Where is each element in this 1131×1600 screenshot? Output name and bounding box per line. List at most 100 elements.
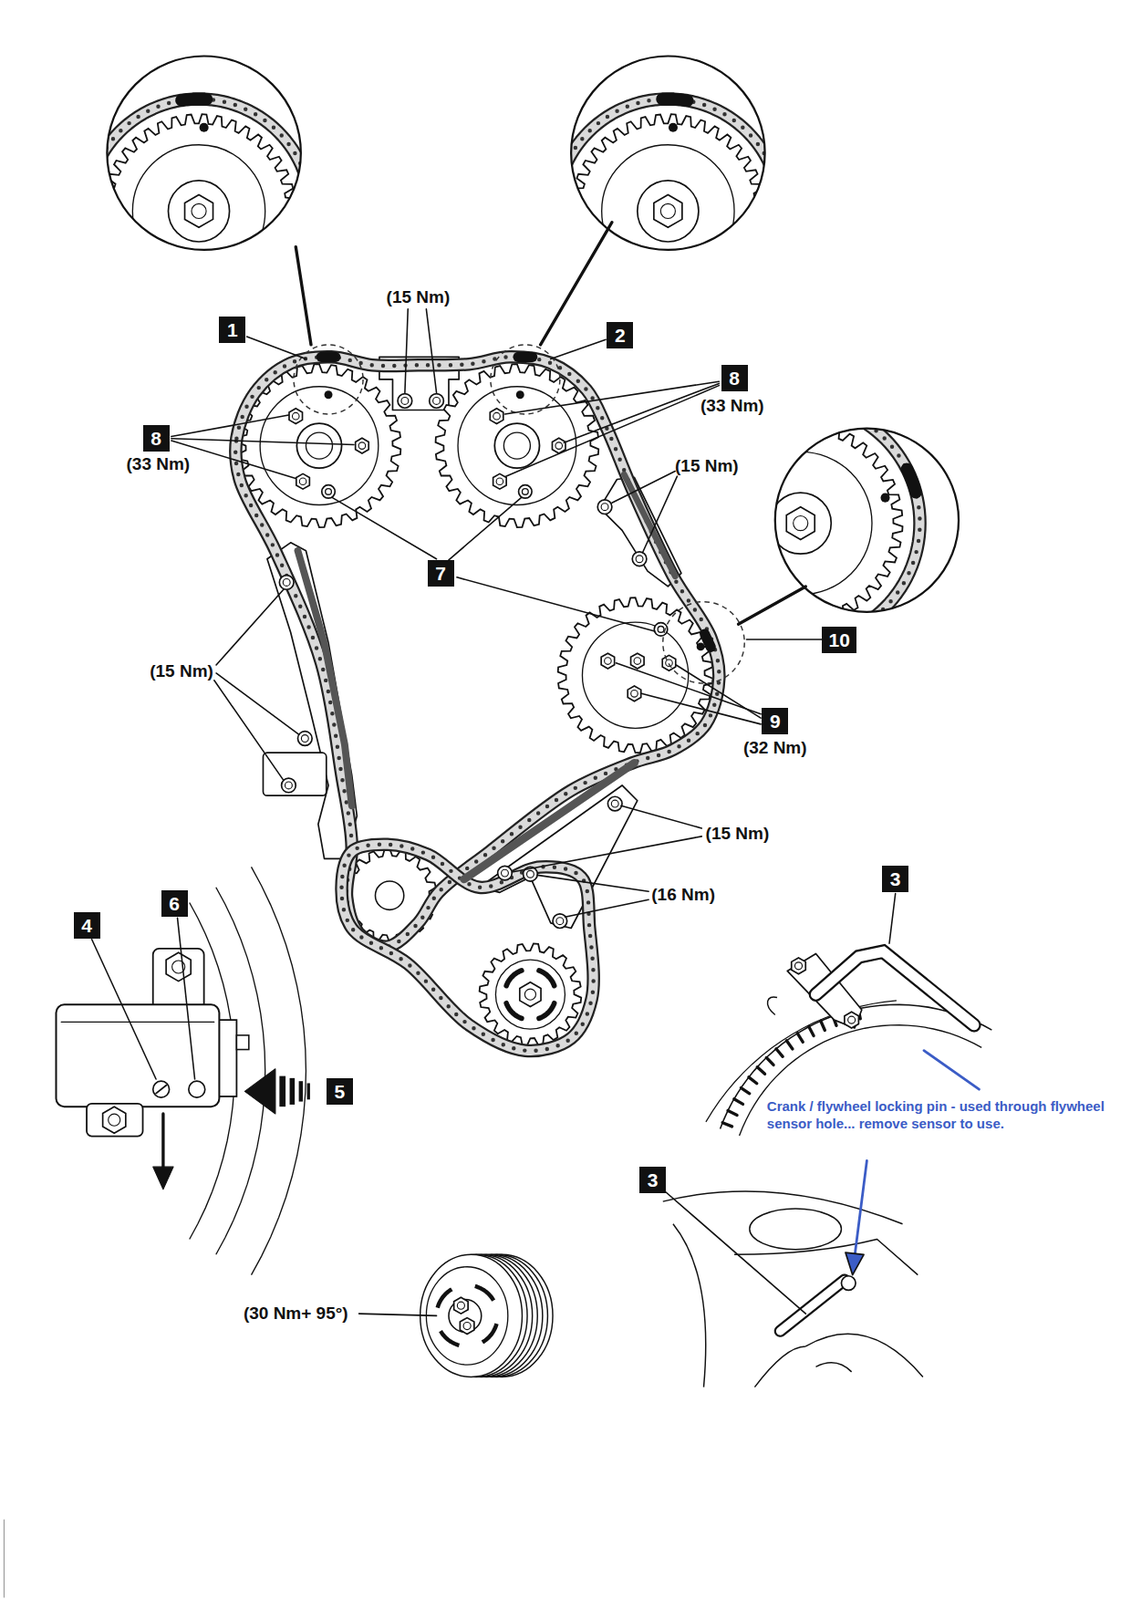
bolt-head xyxy=(493,473,508,489)
bolt-head xyxy=(844,1011,859,1028)
bolt-washer xyxy=(496,477,504,486)
tensioner-boss xyxy=(153,948,205,1010)
leader-line xyxy=(889,892,896,944)
sprocket xyxy=(558,597,714,753)
sprocket-face xyxy=(259,386,379,506)
leader-line xyxy=(214,680,284,781)
ring-tooth xyxy=(722,1122,732,1127)
bolt-head xyxy=(459,1317,474,1335)
push-arrow-dash xyxy=(279,1076,286,1108)
torque-label: (15 Nm) xyxy=(674,456,739,477)
sensor-hole xyxy=(840,1276,856,1291)
callout-number: 3 xyxy=(639,1166,666,1194)
tensioner-stop xyxy=(236,1035,249,1050)
label-text: (30 Nm+ 95°) xyxy=(243,1303,349,1323)
camshaft-hub xyxy=(296,423,342,468)
coloured-link xyxy=(697,627,717,654)
direction-arrow xyxy=(161,1113,165,1169)
locking-pin xyxy=(815,951,974,1026)
coloured-link xyxy=(662,98,688,101)
crank-slot xyxy=(539,970,555,986)
bolt-head xyxy=(519,982,541,1007)
engine-outline xyxy=(673,1224,706,1388)
locking-pin xyxy=(815,951,974,1026)
annotation-note: Crank / flywheel locking pin - used thro… xyxy=(767,1098,1107,1133)
leader-line xyxy=(171,438,354,446)
bolt-head xyxy=(631,653,645,669)
chain-pins xyxy=(681,404,921,644)
ring-tooth xyxy=(734,1099,744,1105)
timing-dot xyxy=(668,123,678,133)
leader-line xyxy=(247,336,307,360)
guide-bolt xyxy=(429,394,445,409)
sprocket xyxy=(435,363,600,528)
callout-number: 8 xyxy=(143,425,170,452)
pulley-slot xyxy=(437,1288,453,1308)
sprocket xyxy=(479,943,582,1046)
pulley-face xyxy=(425,1266,508,1365)
bolt-washer xyxy=(631,690,639,698)
guide-bolt-core xyxy=(401,397,409,405)
bolt-head xyxy=(489,408,504,425)
camshaft-hub xyxy=(167,180,229,242)
callout-number: 3 xyxy=(881,865,909,893)
ring-tooth xyxy=(766,1057,774,1065)
bolt-head xyxy=(296,473,311,489)
leader-line xyxy=(177,917,196,1080)
guide-bolt-core xyxy=(282,579,291,587)
note-pointer xyxy=(923,1050,979,1090)
ring-tooth xyxy=(757,1067,765,1074)
ring-tooth xyxy=(748,1077,758,1084)
timing-dot xyxy=(324,390,333,399)
chain-plates xyxy=(681,404,921,644)
callout-text: 8 xyxy=(728,368,740,388)
callout-text: 9 xyxy=(769,711,781,731)
timing-dot xyxy=(516,390,525,399)
bolt-head xyxy=(355,437,370,454)
callout-number: 1 xyxy=(218,316,246,343)
bolt-head xyxy=(103,1106,126,1133)
sprocket xyxy=(570,114,765,308)
tensioner-boss xyxy=(86,1103,143,1137)
callout-number: 6 xyxy=(161,890,188,917)
coloured-link xyxy=(906,468,916,493)
bolt-washer xyxy=(358,442,366,450)
dowel-pin-core xyxy=(657,626,665,633)
callout-text: 4 xyxy=(81,915,93,935)
label-text: (15 Nm) xyxy=(705,823,770,843)
callout-text: 3 xyxy=(890,869,902,889)
label-text: (33 Nm) xyxy=(126,454,191,474)
leader-line xyxy=(563,383,719,443)
bolt-head xyxy=(662,654,676,671)
bolt-washer xyxy=(660,203,675,218)
crank-face xyxy=(495,959,565,1029)
guide-shoe xyxy=(464,762,635,879)
leader-line xyxy=(171,415,290,436)
zoom-pointer xyxy=(540,222,613,345)
bolt-head xyxy=(653,195,683,229)
push-arrow-dash xyxy=(299,1080,303,1101)
torque-label: (15 Nm) xyxy=(149,661,214,682)
guide-bolt-core xyxy=(556,917,564,925)
guide-bolt xyxy=(607,796,623,811)
leader-line xyxy=(171,440,296,478)
callout-text: 10 xyxy=(829,630,851,650)
callout-number: 9 xyxy=(761,707,789,735)
starter-housing xyxy=(749,1208,842,1250)
guide-bolt xyxy=(552,913,568,929)
zoom-detail xyxy=(86,98,312,323)
leader-line xyxy=(612,471,675,504)
label-text: (33 Nm) xyxy=(700,395,765,416)
tensioner-body xyxy=(262,752,326,796)
leader-line xyxy=(504,381,719,415)
crank-slot xyxy=(506,970,522,986)
sprocket-face xyxy=(581,622,688,728)
guide-bolt-core xyxy=(433,397,441,405)
sprocket-face xyxy=(132,145,265,278)
leader-line xyxy=(216,673,300,735)
sprocket xyxy=(698,421,903,626)
bolt-washer xyxy=(555,442,563,450)
